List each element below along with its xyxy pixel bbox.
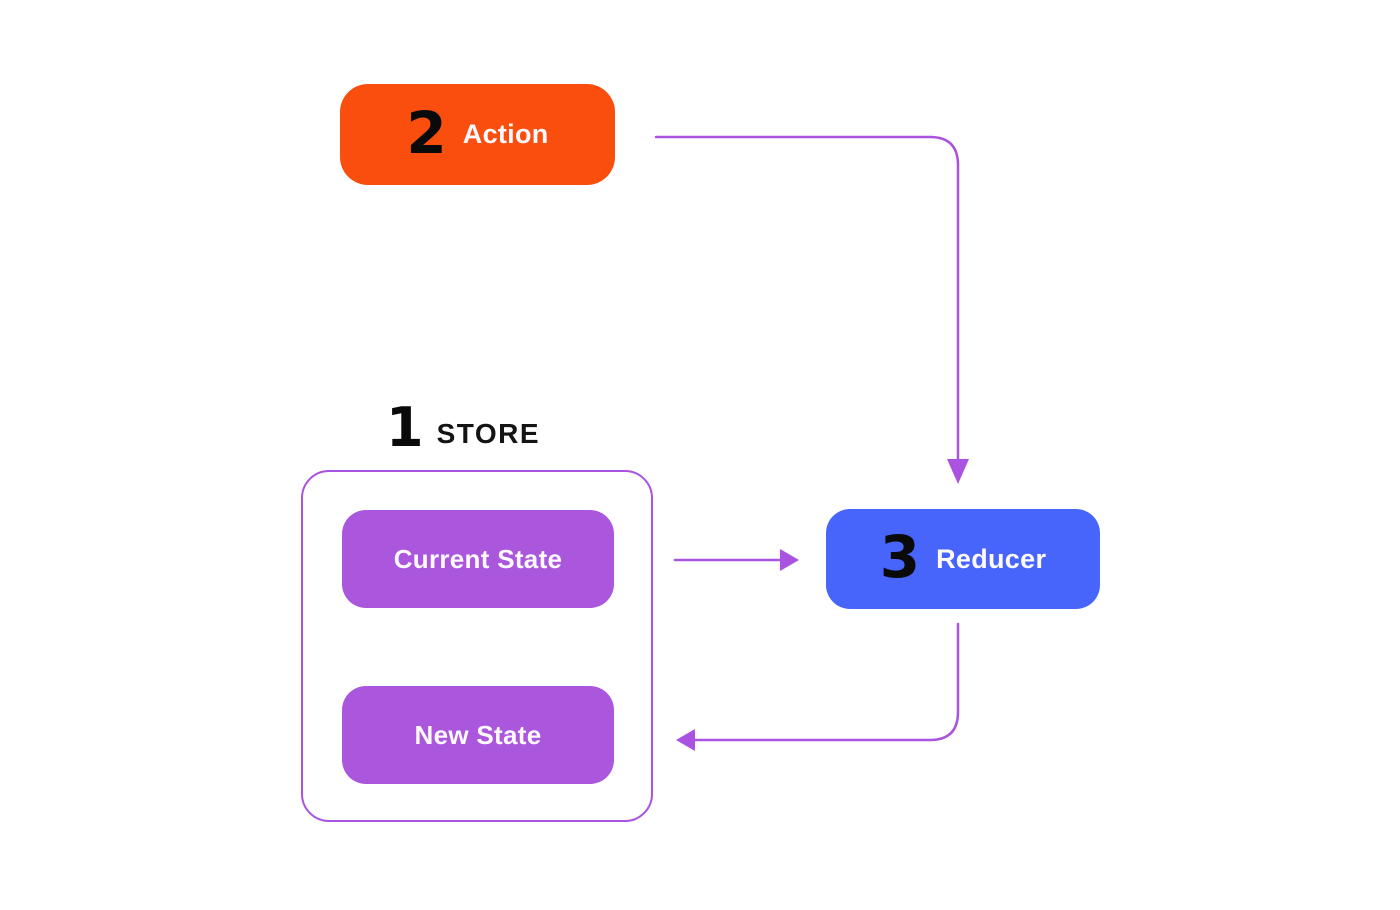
current-state-to-reducer-arrow: [673, 549, 799, 571]
store-title: STORE: [436, 418, 541, 450]
action-to-reducer-arrow: [654, 135, 969, 484]
store-label: 1 STORE: [386, 396, 541, 459]
new-state-node: New State: [342, 686, 614, 784]
store-number: 1: [386, 396, 424, 459]
reducer-to-new-state-arrow: [676, 622, 960, 751]
reducer-node: 3 Reducer: [826, 509, 1100, 609]
action-node: 2 Action: [340, 84, 615, 185]
new-state-label: New State: [414, 719, 542, 750]
action-label: Action: [462, 119, 549, 149]
reducer-label: Reducer: [936, 543, 1047, 574]
arrowhead-down-icon: [947, 459, 969, 484]
current-state-node: Current State: [342, 510, 614, 608]
reducer-number: 3: [879, 523, 921, 591]
arrowhead-left-icon: [676, 729, 695, 751]
arrowhead-right-icon: [780, 549, 799, 571]
store-container: Current State New State: [301, 470, 653, 822]
action-number: 2: [406, 98, 447, 167]
current-state-label: Current State: [393, 543, 563, 574]
